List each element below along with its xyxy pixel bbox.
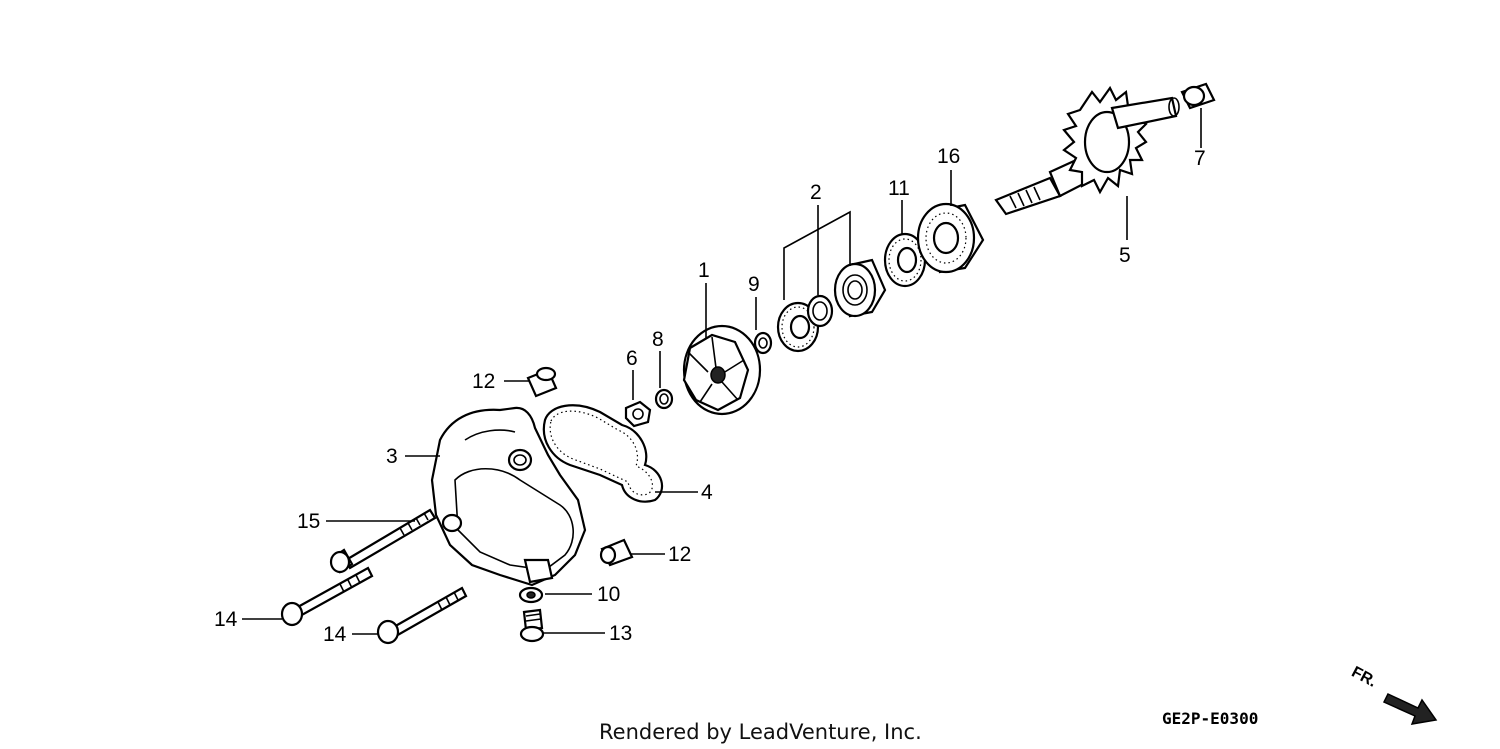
callout-label: 14 <box>214 608 238 631</box>
callout-label: 11 <box>888 177 910 200</box>
leader-lines <box>242 108 1202 635</box>
callout-label: 13 <box>609 622 632 645</box>
callout-label: 14 <box>323 623 347 646</box>
callout-label: 5 <box>1119 244 1131 267</box>
render-credit: Rendered by LeadVenture, Inc. <box>599 720 922 744</box>
callout-label: 4 <box>701 481 713 504</box>
washer-8 <box>654 388 674 410</box>
callout-label: 2 <box>810 181 822 204</box>
impeller <box>682 324 762 416</box>
callout-label: 15 <box>297 510 320 533</box>
callout-label: 3 <box>386 445 398 468</box>
dowel-pin-upper <box>526 366 558 398</box>
mechanical-seal-body <box>833 258 887 318</box>
flange-bolt-14-left <box>280 566 374 627</box>
front-direction-arrow-icon <box>1382 693 1438 725</box>
oil-seal <box>883 232 927 288</box>
callout-label: 12 <box>668 543 691 566</box>
pump-shaft-gear <box>994 85 1180 216</box>
callout-label: 10 <box>597 583 620 606</box>
washer-9 <box>753 331 773 355</box>
sealing-washer <box>518 586 544 604</box>
callout-label: 16 <box>937 145 960 168</box>
callout-label: 8 <box>652 328 664 351</box>
flange-bolt-14-right <box>376 586 468 645</box>
mechanical-seal-collar <box>806 294 834 328</box>
callout-label: 6 <box>626 347 638 370</box>
callout-labels: 1 2 3 4 5 6 7 8 9 10 11 12 12 13 14 14 1… <box>214 145 1206 646</box>
front-direction-label: FR. <box>1349 664 1380 691</box>
callout-label: 1 <box>698 259 710 282</box>
flange-bolt-15 <box>329 508 437 574</box>
callout-label: 9 <box>748 273 760 296</box>
flange-nut <box>624 400 652 428</box>
callout-label: 12 <box>472 370 495 393</box>
ball-bearing <box>916 202 985 274</box>
drain-bolt <box>519 608 545 643</box>
gasket <box>542 404 664 503</box>
diagram-code: GE2P-E0300 <box>1162 709 1258 728</box>
shaft-collar <box>1180 82 1216 110</box>
dowel-pin-lower <box>599 538 634 567</box>
water-pump-cover <box>430 406 587 587</box>
callout-label: 7 <box>1194 147 1206 170</box>
